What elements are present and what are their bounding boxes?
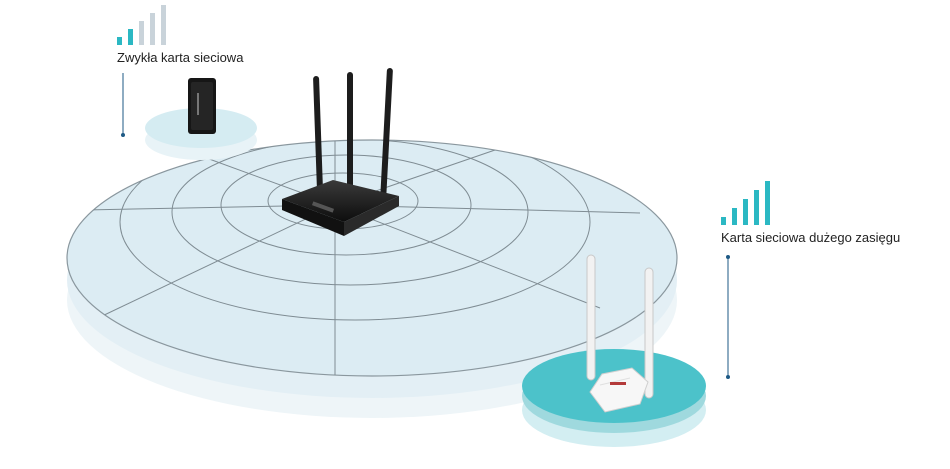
signal-bar — [743, 199, 748, 225]
signal-bar — [765, 181, 770, 225]
signal-bar — [754, 190, 759, 225]
signal-bar — [128, 29, 133, 45]
signal-strength-icon — [721, 181, 770, 225]
signal-bar — [732, 208, 737, 225]
signal-bar — [139, 21, 144, 45]
long-range-adapter-label: Karta sieciowa dużego zasięgu — [721, 230, 901, 245]
wifi-router-three-antenna-icon — [282, 67, 399, 236]
signal-bar — [721, 217, 726, 225]
usb-wifi-adapter-icon — [188, 78, 216, 134]
signal-strength-icon — [117, 5, 166, 45]
signal-bar — [117, 37, 122, 45]
standard-adapter-label: Zwykła karta sieciowa — [117, 50, 244, 65]
router-coverage-disc — [66, 139, 678, 418]
guide-line-long-range — [726, 255, 730, 379]
signal-bar — [161, 5, 166, 45]
guide-line-standard — [121, 73, 125, 137]
dual-antenna-wifi-adapter-icon — [586, 254, 654, 413]
signal-bar — [150, 13, 155, 45]
